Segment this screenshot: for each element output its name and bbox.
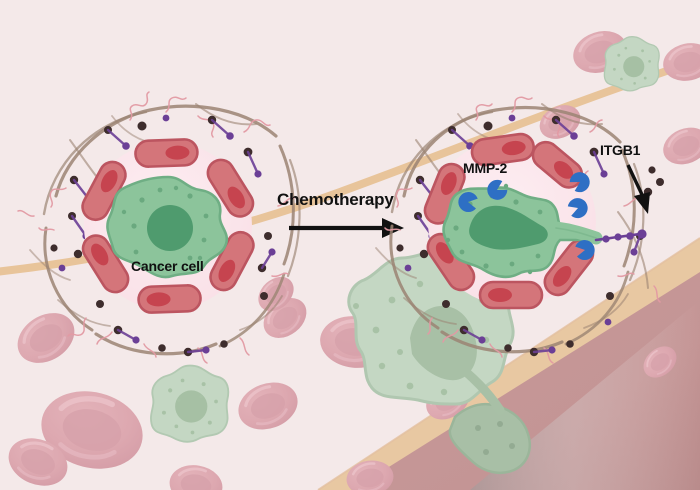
ecm-filaments-left [17, 91, 295, 364]
label-chemotherapy: Chemotherapy [277, 190, 394, 209]
cancer-cell-left [106, 175, 229, 279]
label-mmp2: MMP-2 [463, 160, 508, 176]
ecm-beads-right [396, 114, 664, 357]
mmp2-particle [487, 179, 508, 200]
label-itgb1: ITGB1 [600, 142, 641, 158]
mmp2-particle [458, 192, 478, 213]
circulating-tumor-cell [150, 364, 230, 443]
itgb1-pointer-arrow [626, 164, 650, 214]
treated-cancer-cell-group [375, 96, 664, 364]
mmp2-particles [458, 172, 595, 261]
mmp2-particle [567, 198, 588, 219]
circulating-tumor-cell [603, 36, 660, 92]
untreated-cancer-cell-group [17, 91, 301, 364]
itgb1-receptor-fiber [594, 229, 647, 243]
itgb1-receptor [637, 229, 647, 239]
mmp2-particle [575, 240, 595, 261]
mmp2-particle [569, 172, 590, 193]
endothelial-ring-left [81, 138, 255, 314]
cancer-cell-right-invading [442, 183, 603, 279]
label-cancer-cell: Cancer cell [131, 258, 204, 274]
ecm-filaments-right [384, 96, 661, 364]
